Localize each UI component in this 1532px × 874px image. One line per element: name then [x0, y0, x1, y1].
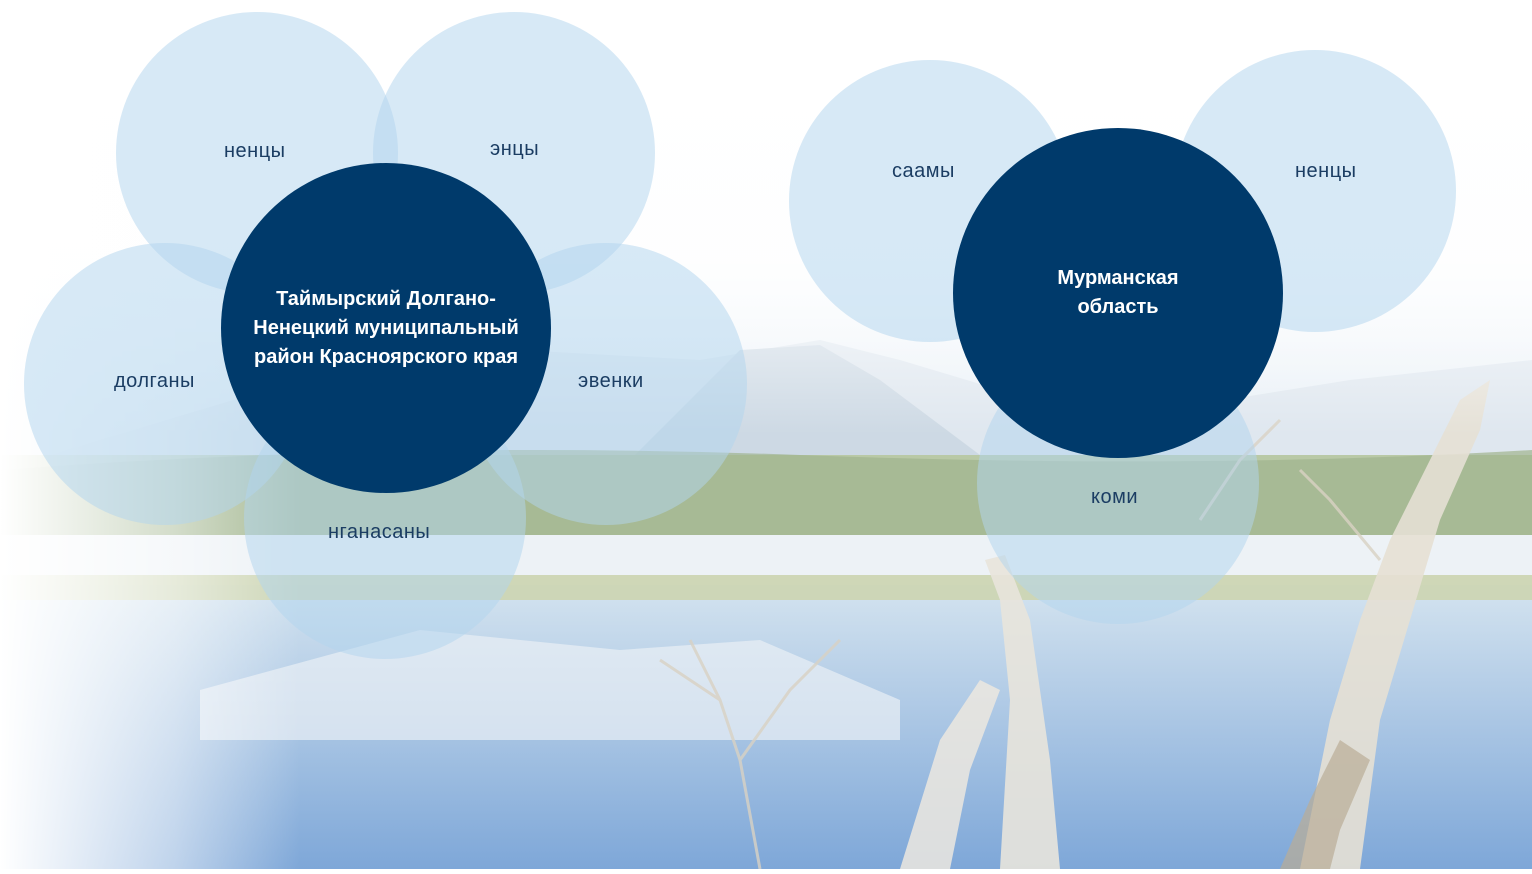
people-label: энцы: [490, 138, 540, 160]
people-label: нганасаны: [328, 521, 431, 543]
people-label: ненцы: [1295, 160, 1357, 182]
people-label: коми: [1091, 486, 1139, 508]
people-label: эвенки: [578, 370, 644, 392]
region-label: Мурманская область: [1057, 267, 1179, 318]
region-label: Таймырский Долгано-Ненецкий муниципальны…: [253, 287, 519, 368]
region-circle-taymyr: Таймырский Долгано-Ненецкий муниципальны…: [221, 163, 551, 493]
region-circle-murmansk: Мурманская область: [953, 128, 1283, 458]
people-label: долганы: [114, 370, 195, 392]
people-label: ненцы: [224, 140, 286, 162]
people-label: саамы: [892, 160, 955, 182]
